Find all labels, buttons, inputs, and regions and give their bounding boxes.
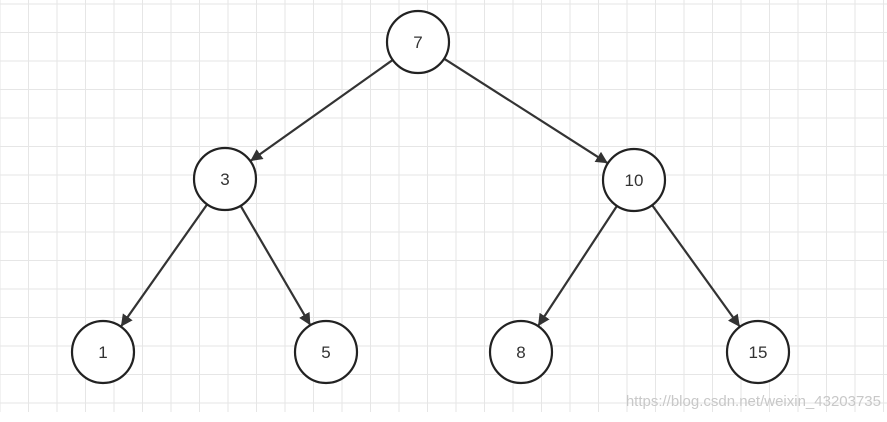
edge-3-to-1: [120, 203, 209, 327]
node-15-label: 15: [749, 343, 768, 362]
node-10-label: 10: [625, 171, 644, 190]
node-1-circle: [70, 319, 136, 385]
node-5: 5: [293, 319, 359, 385]
edge-7-to-3: [250, 59, 394, 162]
node-3: 3: [192, 146, 258, 212]
edge-10-to-8: [537, 205, 618, 327]
node-7: 7: [385, 9, 451, 75]
node-7-circle: [385, 9, 451, 75]
node-10-circle: [601, 147, 667, 213]
node-15-circle: [725, 319, 791, 385]
edge-10-to-15: [651, 204, 741, 327]
node-15: 15: [725, 319, 791, 385]
edges-layer: [120, 57, 741, 327]
node-1-label: 1: [98, 343, 107, 362]
watermark-url: https://blog.csdn.net/weixin_43203735: [625, 393, 881, 410]
node-8-circle: [488, 319, 554, 385]
node-5-label: 5: [321, 343, 330, 362]
edge-3-to-5: [239, 205, 311, 326]
node-10: 10: [601, 147, 667, 213]
node-8-label: 8: [516, 343, 525, 362]
node-8: 8: [488, 319, 554, 385]
nodes-layer: 7 3 10 1 5 8 15: [70, 9, 791, 385]
node-3-circle: [192, 146, 258, 212]
node-7-label: 7: [413, 33, 422, 52]
node-5-circle: [293, 319, 359, 385]
node-1: 1: [70, 319, 136, 385]
edge-7-to-10: [443, 57, 608, 164]
node-3-label: 3: [220, 170, 229, 189]
